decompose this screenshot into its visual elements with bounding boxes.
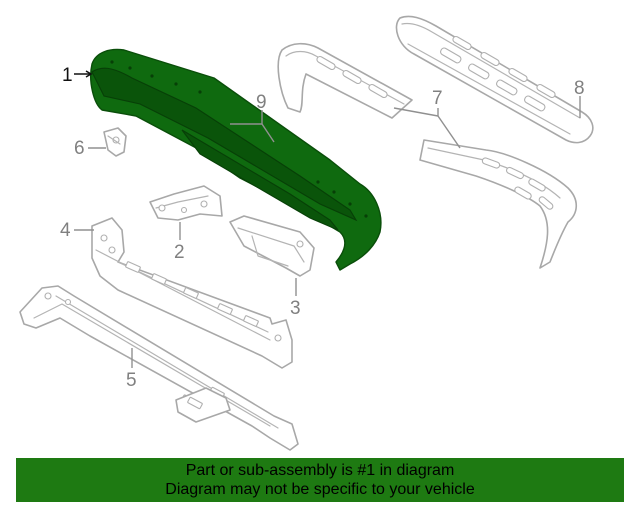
banner-line-1: Part or sub-assembly is #1 in diagram (185, 462, 455, 479)
part-8-step-pad-right[interactable] (395, 15, 594, 144)
part-4-crossmember[interactable] (91, 217, 293, 369)
callout-3: 3 (290, 298, 301, 319)
callout-4: 4 (60, 220, 71, 241)
info-banner: Part or sub-assembly is #1 in diagram Di… (16, 458, 624, 502)
part-2-brace[interactable] (149, 185, 223, 221)
leader-lines (74, 70, 581, 368)
callout-1: 1 (62, 65, 73, 86)
banner-line-2: Diagram may not be specific to your vehi… (165, 481, 475, 498)
part-7-step-pad-center[interactable] (419, 139, 578, 269)
part-5-lower-crossmember[interactable] (19, 285, 299, 451)
callout-2: 2 (174, 242, 185, 263)
callout-9: 9 (256, 92, 267, 113)
callout-7: 7 (432, 88, 443, 109)
part-1-rear-bumper-highlighted[interactable] (90, 48, 382, 271)
callout-5: 5 (126, 370, 137, 391)
callout-6: 6 (74, 138, 85, 159)
part-7-step-pad-left[interactable] (277, 42, 413, 119)
callout-8: 8 (574, 78, 585, 99)
part-6-bracket[interactable] (103, 127, 127, 157)
part-3-bracket[interactable] (229, 215, 315, 277)
